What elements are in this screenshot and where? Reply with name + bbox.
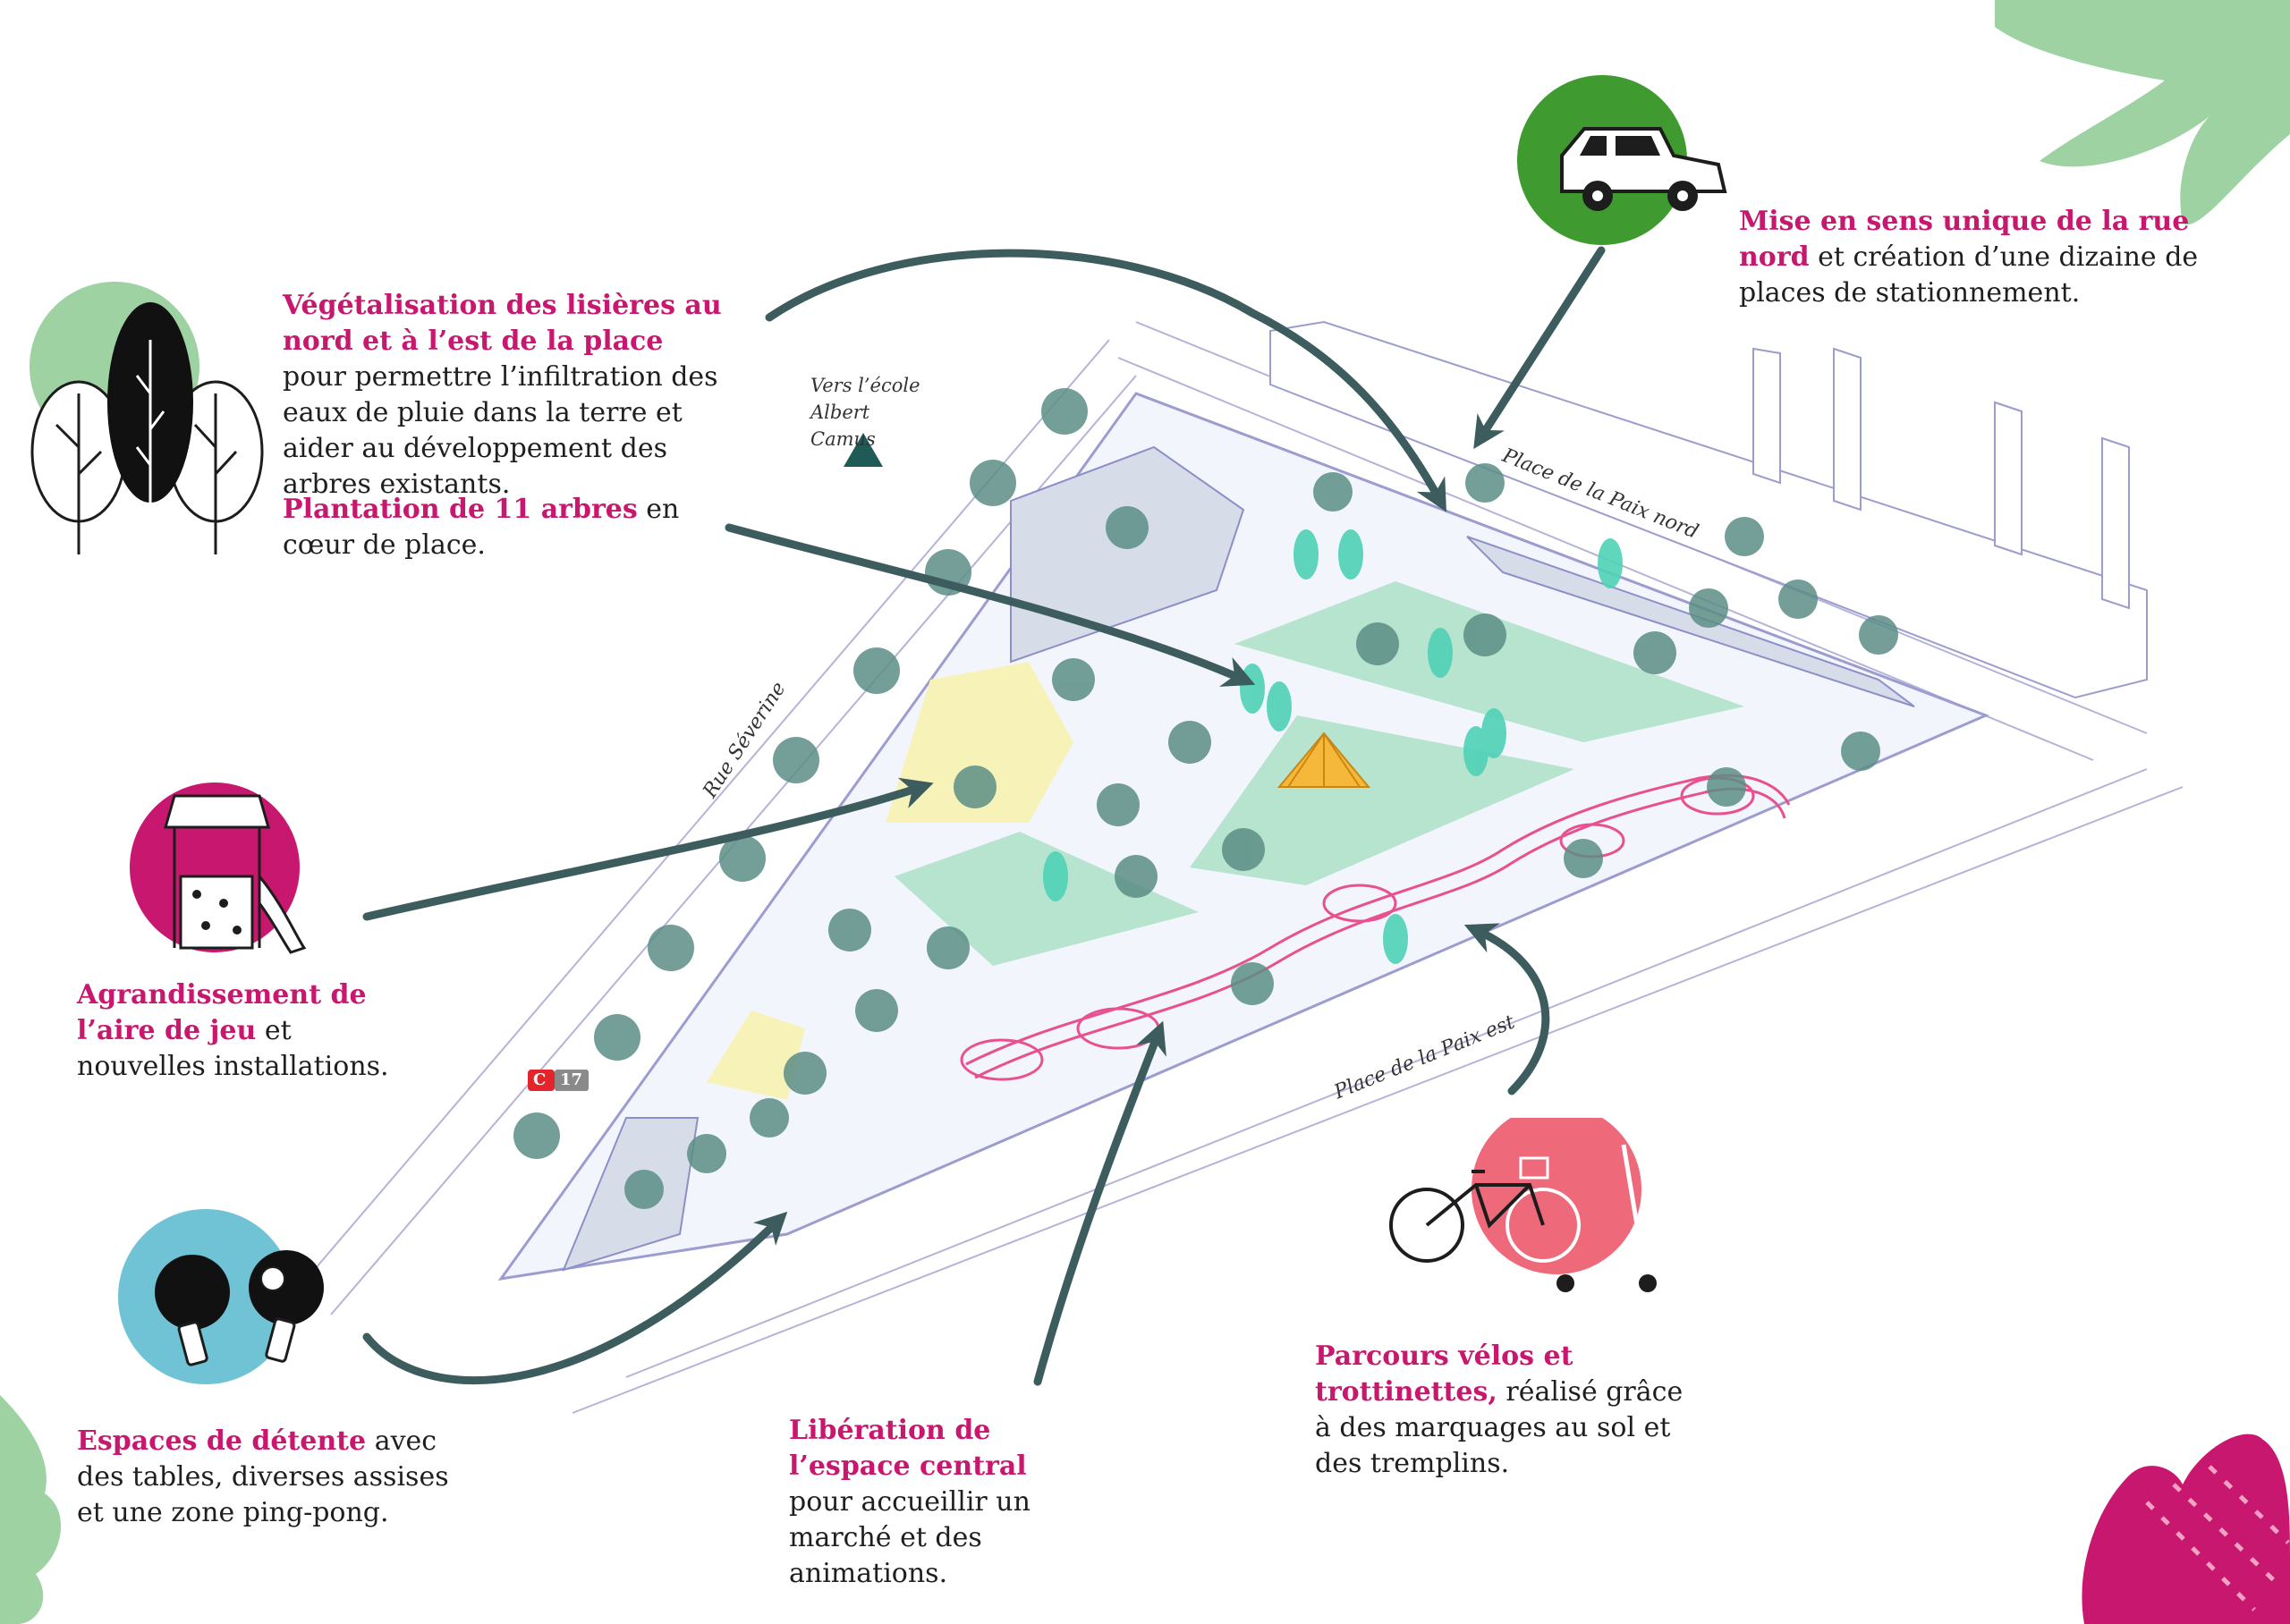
- annotation-liberation-highlight: Libération de l’espace central: [789, 1415, 1027, 1482]
- annotation-detente-highlight: Espaces de détente: [77, 1425, 367, 1457]
- arrow-aire-de-jeu: [362, 777, 934, 921]
- decorative-leaf-bottom-left: [0, 1395, 62, 1624]
- playground-pyramid: [1276, 732, 1371, 788]
- decorative-leaf-top-right: [1995, 0, 2290, 225]
- annotation-parcours-highlight: Parcours vélos et trottinettes,: [1315, 1341, 1573, 1408]
- annotation-plantation-highlight: Plantation de 11 arbres: [283, 494, 638, 525]
- annotation-liberation: Libération de l’espace central pour accu…: [789, 1413, 1093, 1592]
- bus-number-label: 17: [560, 1070, 583, 1089]
- playground-icon: [125, 778, 322, 957]
- annotation-parcours: Parcours vélos et trottinettes, réalisé …: [1315, 1339, 1700, 1482]
- annotation-arrows: [362, 246, 1606, 1386]
- bus-line-label: C: [533, 1070, 547, 1089]
- annotation-sens-unique-highlight: Mise en sens unique de la rue nord: [1739, 206, 2190, 273]
- car-icon: [1517, 75, 1732, 254]
- annotation-sens-unique-text: et création d’une dizaine de places de s…: [1739, 241, 2199, 309]
- lawn-west: [895, 832, 1199, 966]
- ping-pong-paddles-icon: [116, 1207, 331, 1386]
- annotation-aire-de-jeu: Agrandissement de l’aire de jeu et nouve…: [77, 977, 426, 1085]
- arrow-parcours: [1463, 923, 1550, 1095]
- annotation-detente: Espaces de détente avec des tables, dive…: [77, 1424, 453, 1531]
- arrow-detente: [362, 1211, 788, 1385]
- annotation-plantation: Plantation de 11 arbres en cœur de place…: [283, 492, 730, 563]
- trees-icon: [25, 268, 276, 572]
- annotation-plantation-text: en cœur de place.: [283, 494, 680, 561]
- annotation-vegetalisation: Végétalisation des lisières au nord et à…: [283, 288, 730, 503]
- ecole-label: Vers l’école Albert Camus: [810, 375, 920, 450]
- annotation-sens-unique: Mise en sens unique de la rue nord et cr…: [1739, 204, 2204, 311]
- annotation-detente-text: avec des tables, diverses assises et une…: [77, 1425, 449, 1528]
- decorative-leaf-bottom-right: [2082, 1434, 2290, 1624]
- arrow-plantation: [725, 523, 1256, 687]
- annotation-aire-de-jeu-text: et nouvelles installations.: [77, 1015, 389, 1082]
- arrow-liberation: [1033, 1020, 1166, 1386]
- planted-border-east: [1466, 536, 1915, 707]
- annotation-vegetalisation-text: pour permettre l’infiltration des eaux d…: [283, 361, 718, 500]
- bike-and-scooter-icon: [1387, 1118, 1673, 1306]
- arrow-vegetalisation: [765, 249, 1446, 512]
- school-triangle-icon: [844, 433, 883, 467]
- annotation-vegetalisation-highlight: Végétalisation des lisières au nord et à…: [283, 290, 722, 357]
- play-area-south: [707, 1011, 805, 1100]
- bus-stop-badge: [528, 1070, 589, 1091]
- annotation-parcours-text: réalisé grâce à des marquages au sol et …: [1315, 1376, 1684, 1479]
- annotation-liberation-text: pour accueillir un marché et des animati…: [789, 1486, 1030, 1589]
- lawn-north: [1234, 581, 1744, 742]
- planted-border-north: [1010, 445, 1245, 664]
- annotation-aire-de-jeu-highlight: Agrandissement de l’aire de jeu: [77, 979, 367, 1046]
- site-map: [267, 320, 2184, 1414]
- arrow-sens-unique: [1473, 246, 1606, 450]
